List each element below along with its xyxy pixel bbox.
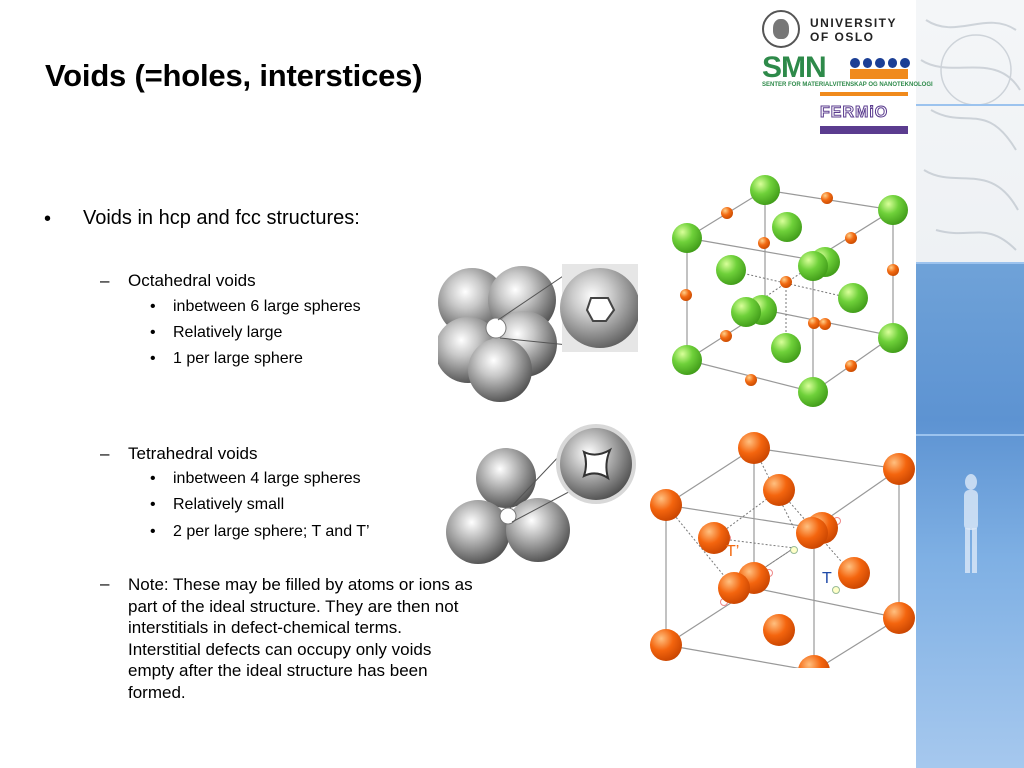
note-text: Note: These may be filled by atoms or io… — [128, 575, 473, 702]
etching-decoration — [920, 19, 1021, 251]
decorative-side-strip — [916, 0, 1024, 768]
bullet-glyph: • — [150, 523, 156, 540]
smn-subtitle: SENTER FOR MATERIALVITENSKAP OG NANOTEKN… — [762, 82, 933, 88]
strip-divider — [916, 262, 1024, 264]
bullet-glyph: • — [150, 298, 156, 315]
octahedral-void-illustration — [438, 262, 638, 402]
figure-silhouette — [964, 474, 978, 573]
bullet-glyph: • — [44, 208, 52, 230]
tetrahedral-item: inbetween 4 large spheres — [173, 470, 361, 487]
smn-logo: SMN SENTER FOR MATERIALVITENSKAP OG NANO… — [762, 51, 933, 91]
smn-orange-bar — [850, 69, 908, 79]
strip-divider — [916, 104, 1024, 106]
tetrahedral-fcc-cell-diagram: T’ T — [650, 432, 915, 668]
octahedral-item: Relatively large — [173, 324, 283, 341]
bullet-glyph: • — [150, 350, 156, 367]
octahedral-heading: Octahedral voids — [128, 271, 256, 290]
octahedral-fcc-cell-diagram — [672, 175, 908, 407]
tetrahedral-void-illustration — [444, 424, 639, 569]
tetrahedral-item: 2 per large sphere; T and T’ — [173, 523, 370, 540]
bullet-glyph: • — [150, 496, 156, 513]
smn-dots — [850, 58, 910, 70]
orange-void-atoms — [680, 192, 899, 386]
bullet-glyph: • — [150, 324, 156, 341]
fermio-top-bar — [820, 92, 908, 96]
dash-glyph: – — [100, 444, 110, 463]
fermio-bottom-bar — [820, 126, 908, 134]
strip-divider — [916, 434, 1024, 436]
university-seal-icon — [762, 10, 800, 48]
university-name: UNIVERSITY OF OSLO — [810, 16, 898, 44]
green-lattice-atoms — [672, 175, 908, 407]
smn-logo-text: SMN — [762, 51, 827, 84]
tetrahedral-heading: Tetrahedral voids — [128, 444, 258, 463]
t-label: T — [822, 570, 832, 587]
dash-glyph: – — [100, 271, 110, 290]
octahedral-item: inbetween 6 large spheres — [173, 298, 361, 315]
octahedral-item: 1 per large sphere — [173, 350, 303, 367]
fermio-logo-text: FERMiO — [819, 104, 889, 122]
university-of-oslo-logo: UNIVERSITY OF OSLO — [762, 10, 912, 50]
slide-title: Voids (=holes, interstices) — [45, 58, 423, 93]
tetrahedral-item: Relatively small — [173, 496, 285, 513]
bullet-glyph: • — [150, 470, 156, 487]
t-prime-label: T’ — [726, 543, 739, 560]
main-bullet: Voids in hcp and fcc structures: — [83, 207, 360, 229]
fermio-logo: FERMiO — [819, 92, 908, 134]
orange-lattice-atoms — [650, 432, 915, 668]
dash-glyph: – — [100, 574, 110, 593]
